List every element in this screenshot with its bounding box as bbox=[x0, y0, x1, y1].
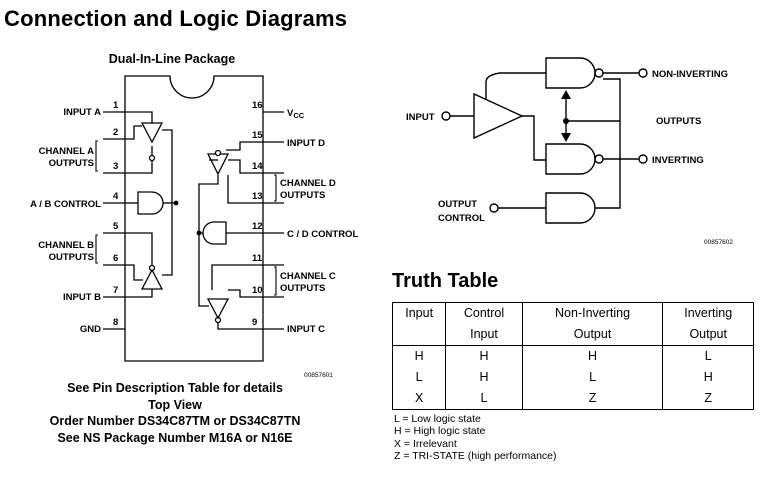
non-inverting-gate bbox=[545, 57, 596, 89]
table-row: L H L H bbox=[391, 367, 754, 388]
dip-package-outline bbox=[124, 75, 264, 362]
left-pin-numbers: 1 2 3 4 5 6 7 8 bbox=[113, 100, 119, 328]
channel-d-buffer bbox=[206, 153, 230, 176]
pin-number: 2 bbox=[113, 127, 118, 138]
dip-figure-id: 00857601 bbox=[304, 372, 333, 379]
header-control: Control bbox=[445, 302, 523, 324]
truth-table-title: Truth Table bbox=[392, 270, 499, 292]
label-channel-a: CHANNEL A bbox=[39, 146, 95, 157]
label-inverting: INVERTING bbox=[652, 155, 704, 166]
pin-number: 12 bbox=[252, 221, 263, 232]
pin-number: 15 bbox=[252, 130, 263, 141]
label-channel-b-outputs: OUTPUTS bbox=[49, 252, 94, 263]
table-row: X L Z Z bbox=[391, 388, 754, 410]
label-cd-control: C / D CONTROL bbox=[287, 229, 358, 240]
table-cell: L bbox=[391, 367, 447, 388]
table-cell: H bbox=[662, 367, 754, 388]
table-cell: H bbox=[521, 345, 664, 367]
header-control-sub: Input bbox=[445, 324, 523, 346]
logic-figure-id: 00857602 bbox=[704, 239, 733, 246]
label-input: INPUT bbox=[406, 112, 435, 123]
channel-c-buffer bbox=[206, 298, 230, 320]
table-cell: L bbox=[521, 367, 664, 388]
right-pin-numbers: 16 15 14 13 12 11 10 9 bbox=[252, 100, 263, 328]
table-cell: Z bbox=[521, 388, 664, 410]
label-input-c: INPUT C bbox=[287, 324, 325, 335]
output-control-gate bbox=[545, 192, 596, 224]
label-channel-a-outputs: OUTPUTS bbox=[49, 158, 94, 169]
ab-control-gate bbox=[137, 191, 164, 215]
table-cell: Z bbox=[662, 388, 754, 410]
label-input-a: INPUT A bbox=[63, 107, 101, 118]
label-ab-control: A / B CONTROL bbox=[30, 199, 101, 210]
header-input: Input bbox=[391, 302, 447, 324]
header-inverting: Inverting bbox=[662, 302, 754, 324]
inverting-gate bbox=[545, 143, 596, 175]
table-cell: H bbox=[391, 345, 447, 367]
table-cell: L bbox=[445, 388, 523, 410]
dip-package-title: Dual-In-Line Package bbox=[108, 52, 236, 66]
truth-table-header-row: Input Control Non-Inverting Inverting bbox=[391, 302, 754, 324]
label-output: OUTPUT bbox=[438, 199, 477, 210]
caption-line: See Pin Description Table for details bbox=[67, 381, 283, 395]
pin-number: 16 bbox=[252, 100, 263, 111]
table-cell: L bbox=[662, 345, 754, 367]
pin-number: 10 bbox=[252, 285, 263, 296]
dip-connection-diagram: 1 2 3 4 5 6 7 8 16 15 14 13 12 11 10 9 I… bbox=[30, 75, 358, 379]
dip-caption: See Pin Description Table for details To… bbox=[20, 380, 330, 446]
label-vcc-subscript: CC bbox=[293, 111, 304, 120]
pin-number: 1 bbox=[113, 100, 119, 111]
pin-number: 9 bbox=[252, 317, 257, 328]
table-cell: H bbox=[445, 367, 523, 388]
caption-line: Top View bbox=[148, 397, 202, 412]
truth-table-header-row: Input Output Output bbox=[391, 324, 754, 346]
table-cell: H bbox=[445, 345, 523, 367]
caption-line: Order Number DS34C87TM or DS34C87TN bbox=[49, 414, 301, 428]
input-buffer bbox=[473, 92, 524, 140]
pin-number: 6 bbox=[113, 253, 118, 264]
table-cell: X bbox=[391, 388, 447, 410]
cd-control-gate bbox=[202, 221, 227, 245]
pin-number: 13 bbox=[252, 191, 263, 202]
label-channel-d-outputs: OUTPUTS bbox=[280, 190, 325, 201]
pin-number: 3 bbox=[113, 161, 118, 172]
caption-line: See NS Package Number M16A or N16E bbox=[57, 430, 293, 445]
legend-item: L = Low logic state bbox=[394, 413, 481, 425]
label-input-d: INPUT D bbox=[287, 138, 325, 149]
label-vcc: V bbox=[287, 108, 294, 119]
page-title: Connection and Logic Diagrams bbox=[4, 6, 348, 31]
channel-b-buffer bbox=[140, 268, 164, 290]
label-channel-b: CHANNEL B bbox=[38, 240, 94, 251]
table-row: H H H L bbox=[391, 345, 754, 367]
label-input-b: INPUT B bbox=[63, 292, 101, 303]
label-outputs: OUTPUTS bbox=[656, 116, 701, 127]
legend-item: Z = TRI-STATE (high performance) bbox=[394, 449, 557, 462]
label-channel-c: CHANNEL C bbox=[280, 271, 336, 282]
label-channel-c-outputs: OUTPUTS bbox=[280, 283, 325, 294]
pin-number: 4 bbox=[113, 191, 119, 202]
header-non-inverting: Non-Inverting bbox=[521, 302, 664, 324]
header-input-sub bbox=[391, 324, 447, 346]
header-inverting-sub: Output bbox=[662, 324, 754, 346]
label-gnd: GND bbox=[80, 324, 101, 335]
truth-table: Input Control Non-Inverting Inverting In… bbox=[391, 302, 754, 410]
svg-text:VCC: VCC bbox=[287, 108, 305, 120]
label-non-inverting: NON-INVERTING bbox=[652, 69, 728, 80]
channel-a-buffer bbox=[140, 122, 164, 144]
pin-number: 8 bbox=[113, 317, 118, 328]
label-control: CONTROL bbox=[438, 213, 485, 224]
legend-item: H = High logic state bbox=[394, 425, 486, 438]
pin-number: 14 bbox=[252, 161, 263, 172]
pin-number: 7 bbox=[113, 285, 118, 296]
logic-diagram: INPUT NON-INVERTING OUTPUTS INVERTING OU… bbox=[406, 57, 733, 246]
pin-number: 11 bbox=[252, 253, 263, 264]
header-non-inverting-sub: Output bbox=[521, 324, 664, 346]
pin-number: 5 bbox=[113, 221, 119, 232]
label-channel-d: CHANNEL D bbox=[280, 178, 336, 189]
legend-item: X = Irrelevant bbox=[394, 437, 457, 450]
truth-table-legend: L = Low logic state H = High logic state… bbox=[394, 413, 557, 462]
